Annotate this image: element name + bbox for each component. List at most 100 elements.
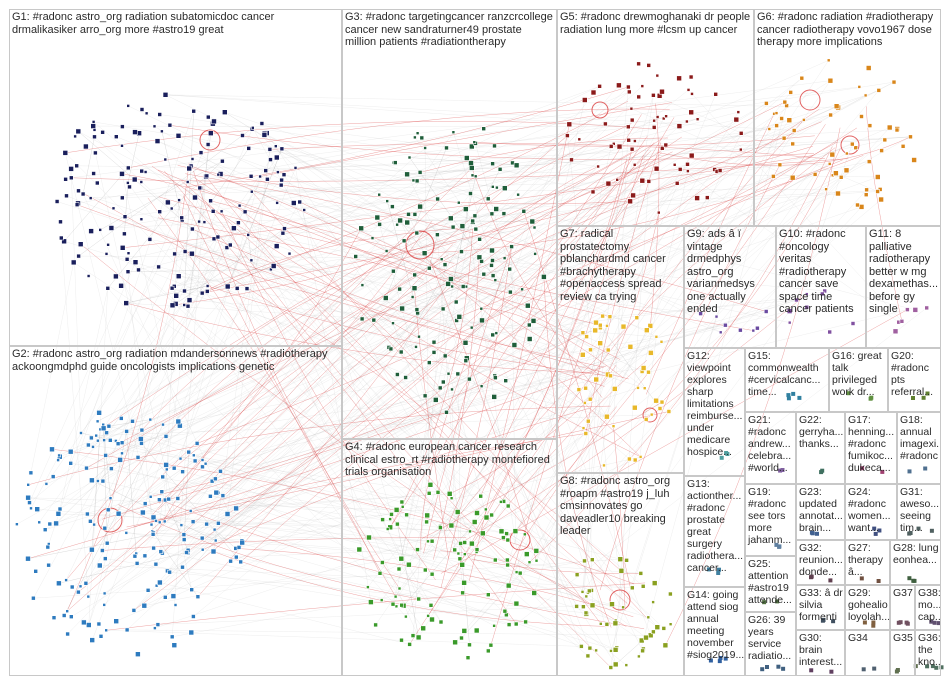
group-box-g20: G20: #radonc pts referral...: [888, 348, 941, 412]
node: [238, 559, 243, 565]
node: [647, 323, 654, 329]
node: [399, 602, 405, 608]
node: [212, 527, 217, 532]
edge: [205, 379, 597, 464]
group-box-g2: G2: #radonc astro_org radiation mdanders…: [9, 346, 342, 676]
node: [86, 442, 91, 448]
edge: [48, 111, 194, 545]
edge: [414, 137, 614, 427]
node: [611, 142, 616, 146]
node: [180, 469, 185, 475]
node: [397, 286, 402, 292]
node: [163, 157, 168, 162]
node: [694, 195, 700, 201]
edge: [104, 440, 407, 515]
node: [786, 393, 791, 398]
node: [119, 416, 124, 421]
edge: [152, 514, 392, 532]
edge: [448, 268, 510, 374]
edge: [159, 114, 517, 166]
node: [659, 146, 665, 151]
edge: [174, 253, 658, 628]
edge: [70, 451, 616, 621]
node: [788, 90, 794, 95]
edge: [385, 147, 447, 299]
edge: [102, 431, 127, 551]
node: [468, 160, 474, 166]
node: [820, 618, 825, 623]
edge: [121, 147, 426, 419]
node: [637, 654, 641, 659]
node: [459, 561, 466, 568]
node: [422, 393, 428, 399]
node: [502, 608, 508, 614]
node: [688, 109, 695, 116]
node: [581, 604, 586, 610]
node: [437, 385, 443, 391]
edge: [77, 128, 484, 204]
edge: [133, 152, 662, 611]
node: [779, 116, 784, 121]
node: [760, 667, 765, 672]
node: [28, 470, 34, 476]
edge: [187, 133, 211, 307]
edge: [103, 148, 283, 429]
node: [206, 114, 211, 120]
node: [122, 231, 127, 237]
node: [391, 268, 396, 274]
edge: [213, 149, 271, 552]
node: [490, 185, 495, 189]
node: [624, 557, 629, 563]
node: [676, 123, 683, 129]
node: [124, 531, 129, 535]
node: [479, 317, 485, 324]
node: [527, 560, 532, 565]
edge: [65, 254, 449, 581]
node: [459, 223, 466, 229]
node: [587, 396, 593, 402]
edge: [61, 237, 89, 597]
edge: [71, 158, 849, 182]
edge: [238, 456, 641, 548]
node: [828, 578, 833, 583]
edge: [82, 193, 243, 541]
node: [611, 424, 616, 429]
edge: [116, 484, 431, 622]
node: [173, 603, 178, 607]
node: [182, 249, 188, 254]
node: [461, 579, 467, 586]
edge: [126, 431, 137, 554]
edge: [94, 136, 492, 516]
node: [181, 537, 187, 542]
edge: [536, 133, 742, 561]
node: [85, 511, 90, 517]
edge: [529, 146, 833, 563]
node: [222, 109, 228, 115]
node: [797, 395, 802, 400]
edge: [251, 260, 527, 555]
node: [25, 555, 31, 562]
node: [612, 646, 619, 653]
edge: [264, 133, 454, 228]
node: [827, 162, 832, 166]
node: [907, 576, 912, 581]
node: [388, 517, 392, 521]
node: [616, 82, 622, 89]
node: [209, 478, 215, 484]
node: [149, 522, 154, 527]
edge: [638, 105, 787, 657]
node: [576, 387, 582, 392]
node: [872, 526, 877, 531]
edge: [405, 118, 664, 617]
node: [86, 594, 91, 599]
node: [279, 146, 285, 152]
group-label-g17: G17: henning... #radonc fumikoc... dukec…: [848, 414, 895, 474]
node: [163, 462, 169, 468]
node: [865, 65, 872, 71]
node: [91, 171, 96, 176]
node: [894, 127, 900, 133]
node: [194, 441, 200, 446]
node: [188, 509, 193, 513]
edge: [172, 144, 209, 637]
node: [569, 157, 574, 163]
